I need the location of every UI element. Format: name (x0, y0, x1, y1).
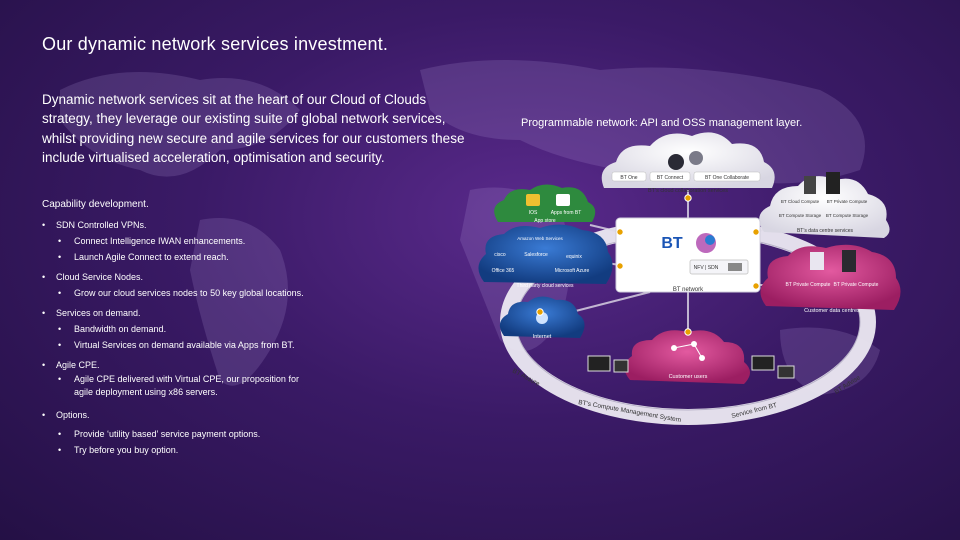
diagram-title: Programmable network: API and OSS manage… (521, 117, 803, 129)
collab-cloud-label: BT’s cloud collaboration services (648, 188, 728, 194)
svg-text:Salesforce: Salesforce (524, 252, 548, 258)
customer-datacentre-cloud: BT Private Compute BT Private Compute Cu… (760, 244, 901, 314)
capabilities-heading: Capability development. (42, 199, 149, 210)
capability-item: SDN Controlled VPNs. (42, 217, 314, 233)
svg-text:Amazon Web Services: Amazon Web Services (517, 236, 563, 241)
laptop-icon (777, 365, 795, 379)
bt-logo: BT (661, 235, 683, 252)
capability-item: Cloud Service Nodes. (42, 269, 314, 285)
collab-item: BT Connect (657, 175, 684, 181)
collab-item: BT One (620, 175, 637, 181)
capability-sub-item: Launch Agile Connect to extend reach. (58, 249, 314, 265)
customer-dc-label: Customer data centres (804, 308, 860, 314)
connection-nodes (536, 194, 760, 336)
svg-text:Office 365: Office 365 (492, 268, 515, 274)
server-icon (826, 172, 840, 194)
server-icon (842, 250, 856, 272)
svg-text:BT Compute Storage: BT Compute Storage (826, 213, 869, 218)
svg-text:BT Cloud Compute: BT Cloud Compute (781, 199, 820, 204)
laptop-icon (751, 355, 775, 371)
app-store-cloud: IOS Apps from BT App store (494, 184, 596, 224)
capability-sub-item: Connect Intelligence IWAN enhancements. (58, 233, 314, 249)
app-icon (526, 194, 540, 206)
collab-item: BT One Collaborate (705, 175, 749, 181)
bt-network-label: BT network (673, 287, 704, 293)
capability-sub-item: Bandwidth on demand. (58, 321, 314, 337)
app-icon (556, 194, 570, 206)
datacentre-cloud: BT Cloud Compute BT Private Compute BT C… (759, 172, 890, 238)
bt-network-box: BT NFV | SDN BT network (615, 217, 761, 293)
svg-text:Microsoft Azure: Microsoft Azure (555, 268, 590, 274)
svg-text:BT Private Compute: BT Private Compute (786, 282, 831, 288)
svg-text:IOS: IOS (529, 210, 538, 216)
capability-sub-item: Agile CPE delivered with Virtual CPE, ou… (58, 373, 314, 399)
customer-devices (587, 355, 795, 379)
monitor-icon (587, 355, 611, 372)
third-party-label: Third party cloud services (517, 283, 574, 289)
customer-users-label: Customer users (669, 374, 708, 380)
storage-icon (810, 252, 824, 270)
svg-text:BT Private Compute: BT Private Compute (834, 282, 879, 288)
nfv-sdn-badge: NFV | SDN (694, 265, 719, 271)
capability-sub-item: Grow our cloud services nodes to 50 key … (58, 285, 314, 301)
capabilities-list: SDN Controlled VPNs. Connect Intelligenc… (42, 217, 314, 458)
svg-text:equinix: equinix (566, 254, 582, 260)
capability-item: Options. (42, 407, 314, 423)
datacentre-label: BT’s data centre services (797, 228, 854, 234)
capability-item: Agile CPE. (42, 357, 314, 373)
svg-text:BT Private Compute: BT Private Compute (827, 199, 868, 204)
capability-sub-item: Virtual Services on demand available via… (58, 337, 314, 353)
app-store-label: App store (534, 218, 556, 224)
capability-item: Services on demand. (42, 305, 314, 321)
svg-text:Apps from BT: Apps from BT (551, 210, 582, 216)
page-title: Our dynamic network services investment. (42, 34, 389, 54)
server-icon (804, 176, 816, 194)
intro-paragraph: Dynamic network services sit at the hear… (42, 92, 465, 165)
chat-icon (689, 151, 703, 165)
customer-users-cloud: Customer users (624, 330, 750, 384)
third-party-cloud: Amazon Web Services Salesforce cisco equ… (478, 224, 613, 289)
internet-label: Internet (533, 334, 552, 340)
collaboration-cloud: BT One BT Connect BT One Collaborate BT’… (601, 132, 775, 194)
svg-text:cisco: cisco (494, 252, 506, 258)
headset-icon (668, 154, 684, 170)
svg-text:BT Compute Storage: BT Compute Storage (779, 213, 822, 218)
switch-icon (728, 263, 742, 271)
tablet-icon (613, 359, 629, 373)
capability-sub-item: Try before you buy option. (58, 442, 314, 458)
capability-sub-item: Provide ‘utility based’ service payment … (58, 426, 314, 442)
